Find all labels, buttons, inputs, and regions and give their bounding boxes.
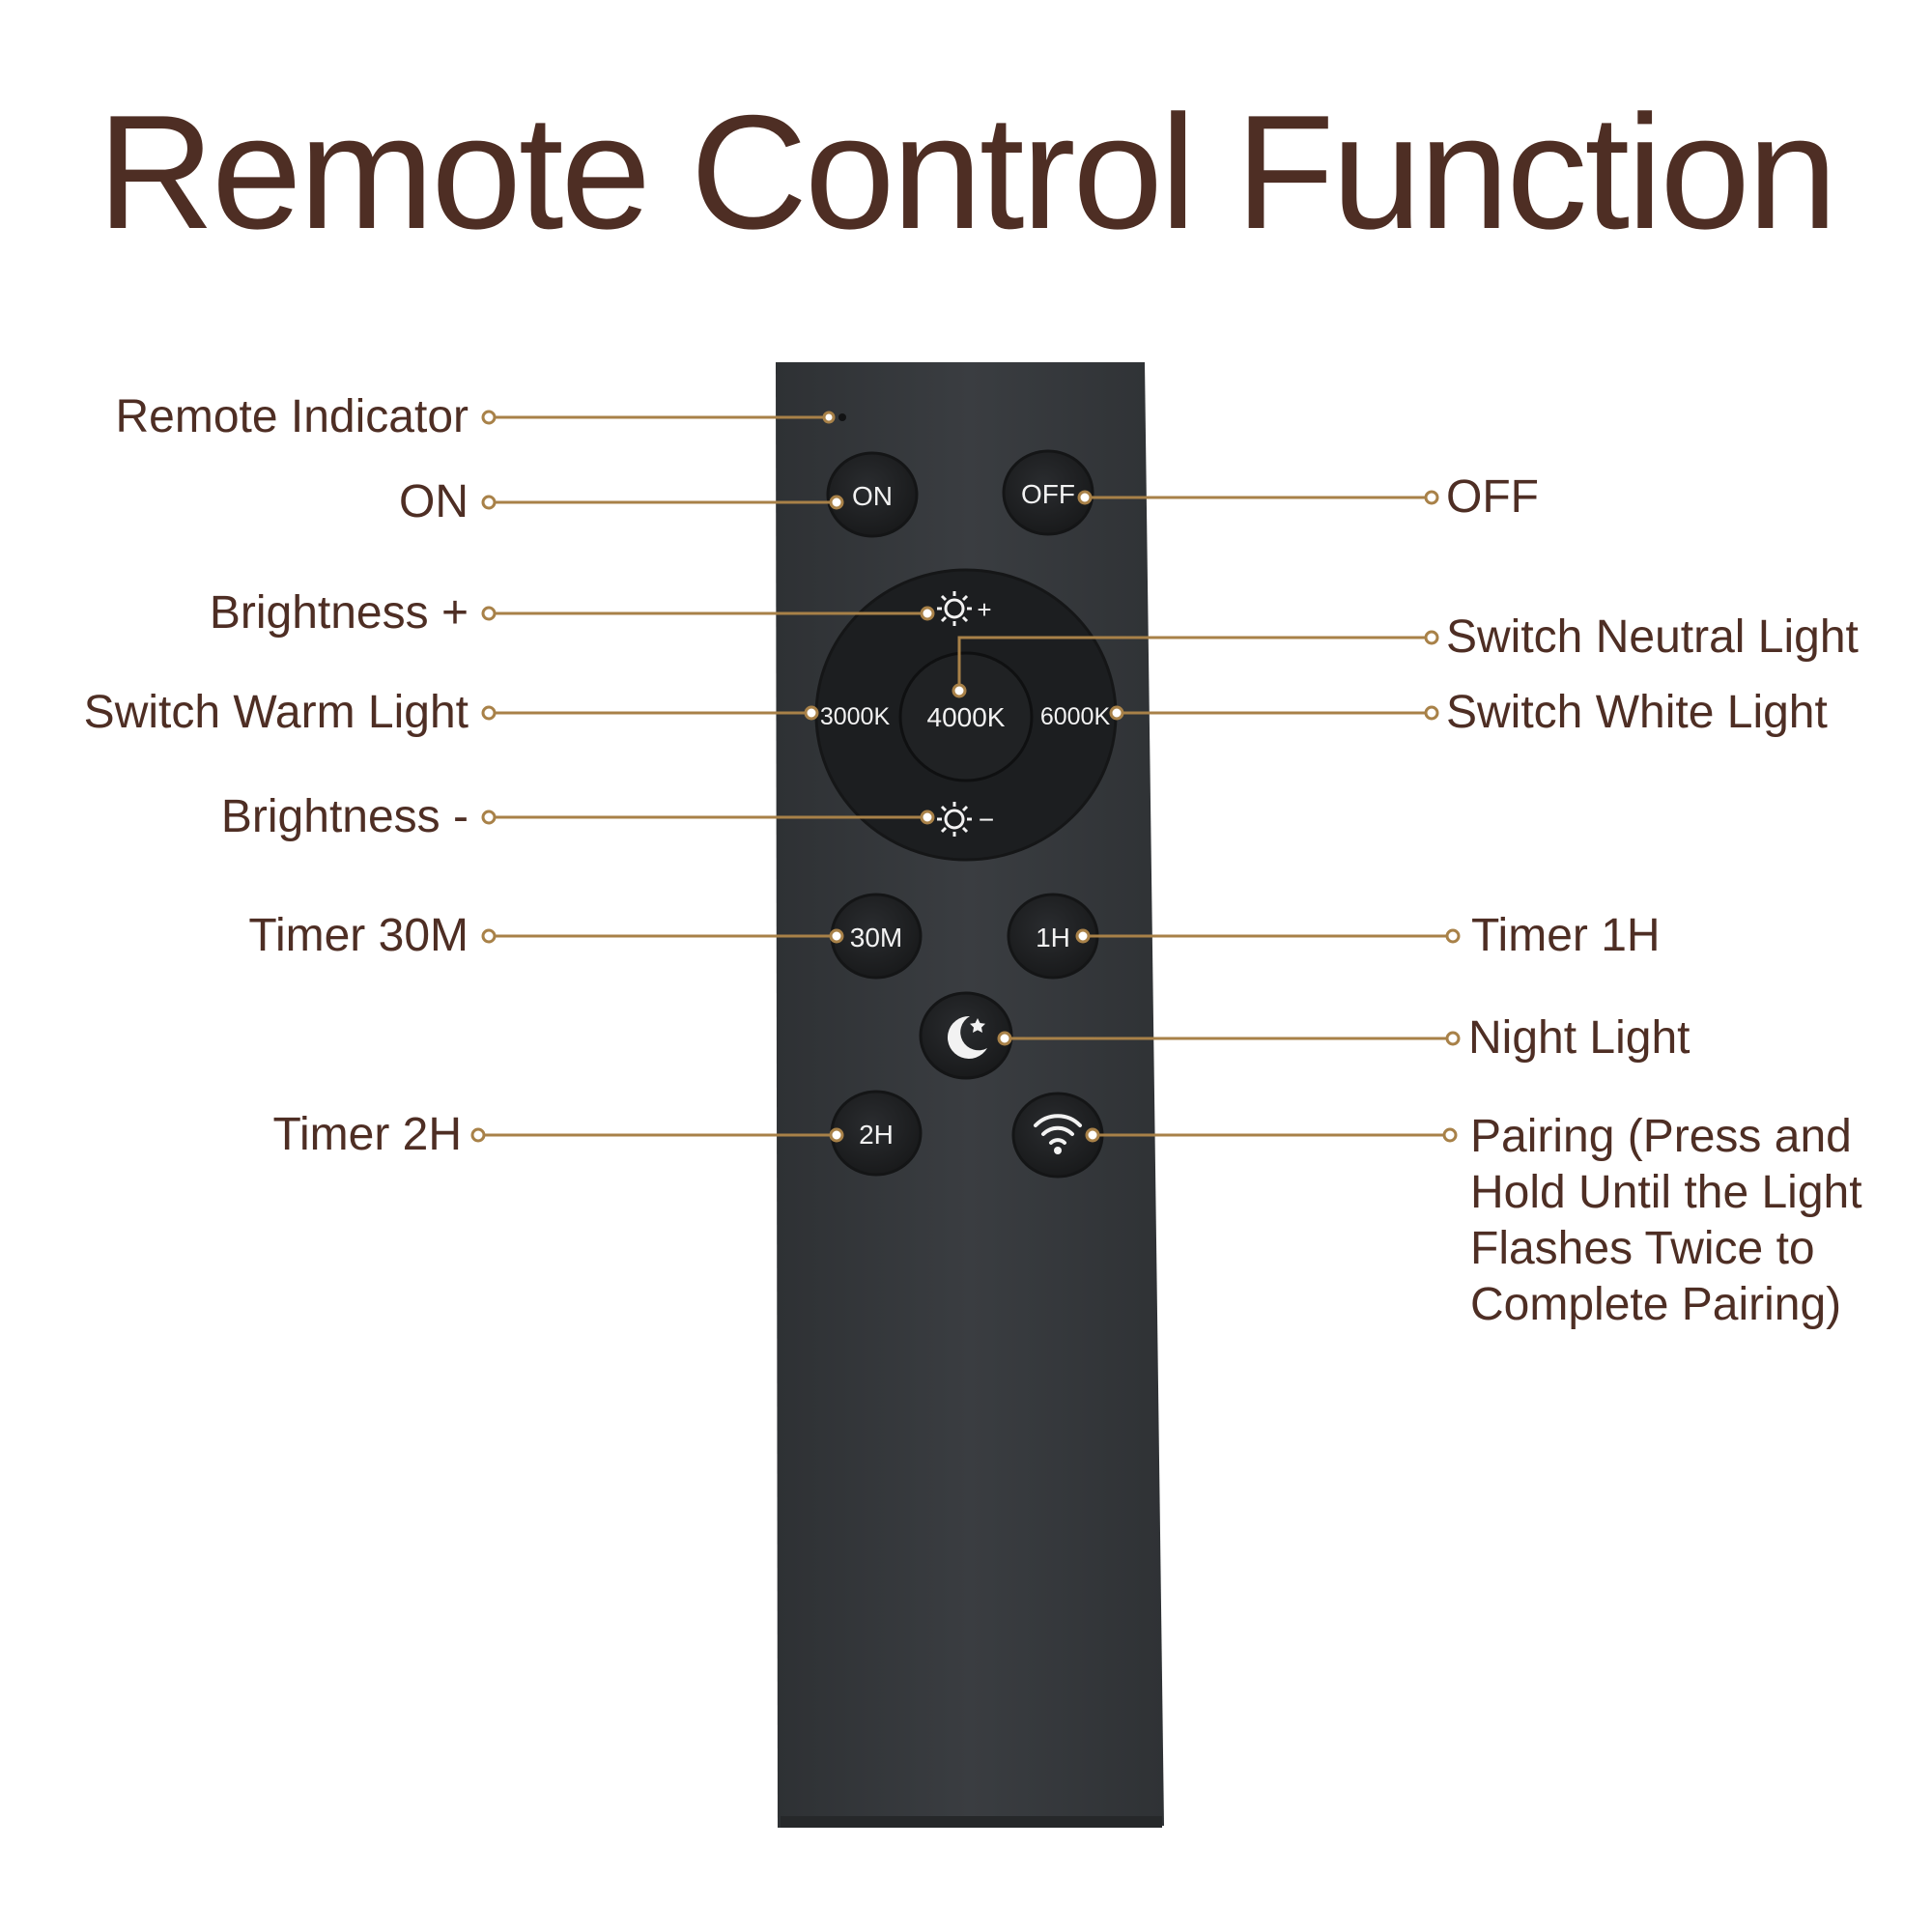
brightness-down-symbol: − [979, 805, 994, 835]
label-remote-indicator: Remote Indicator [115, 391, 469, 442]
off-button[interactable]: OFF [1002, 449, 1094, 536]
wifi-icon-dot [1054, 1147, 1062, 1154]
leader-dots [470, 410, 1461, 1143]
label-pairing: Pairing (Press and Hold Until the Light … [1470, 1111, 1862, 1330]
sun-icon [937, 591, 972, 626]
white-light-label: 6000K [1040, 703, 1111, 730]
warm-light-button[interactable]: 3000K [820, 703, 891, 730]
on-button[interactable]: ON [826, 451, 919, 538]
timer-30m-label: 30M [850, 923, 902, 952]
timer-2h-label: 2H [859, 1120, 894, 1150]
label-off: OFF [1446, 471, 1539, 523]
label-timer-30m: Timer 30M [248, 910, 469, 961]
page-title: Remote Control Function [97, 81, 1838, 263]
on-button-label: ON [852, 481, 893, 511]
label-brightness-plus: Brightness + [209, 587, 469, 639]
neutral-light-button[interactable]: 4000K [898, 651, 1034, 782]
brightness-up-symbol: + [977, 595, 991, 624]
timer-30m-button[interactable]: 30M [830, 893, 923, 980]
neutral-light-label: 4000K [927, 702, 1006, 732]
remote-indicator-led [838, 413, 846, 421]
label-switch-white: Switch White Light [1446, 687, 1828, 738]
sun-icon [937, 802, 972, 837]
label-on: ON [399, 476, 469, 527]
leader-lines [482, 415, 1449, 1137]
moon-star-icon [947, 1015, 987, 1059]
remote-bottom-edge [781, 1816, 1162, 1828]
label-timer-2h: Timer 2H [272, 1109, 462, 1160]
timer-2h-button[interactable]: 2H [830, 1090, 923, 1177]
label-brightness-minus: Brightness - [220, 791, 469, 842]
label-switch-neutral: Switch Neutral Light [1446, 611, 1859, 663]
wifi-icon [1034, 1114, 1082, 1145]
label-night-light: Night Light [1468, 1012, 1690, 1064]
label-switch-warm: Switch Warm Light [83, 687, 469, 738]
timer-1h-button[interactable]: 1H [1007, 893, 1099, 980]
brightness-up-button[interactable]: + [937, 591, 992, 626]
off-button-label: OFF [1021, 479, 1075, 509]
label-timer-1h: Timer 1H [1471, 910, 1661, 961]
brightness-down-button[interactable]: − [937, 802, 994, 837]
timer-1h-label: 1H [1036, 923, 1070, 952]
night-light-button[interactable] [919, 991, 1013, 1080]
white-light-button[interactable]: 6000K [1040, 703, 1111, 730]
warm-light-label: 3000K [820, 703, 891, 730]
